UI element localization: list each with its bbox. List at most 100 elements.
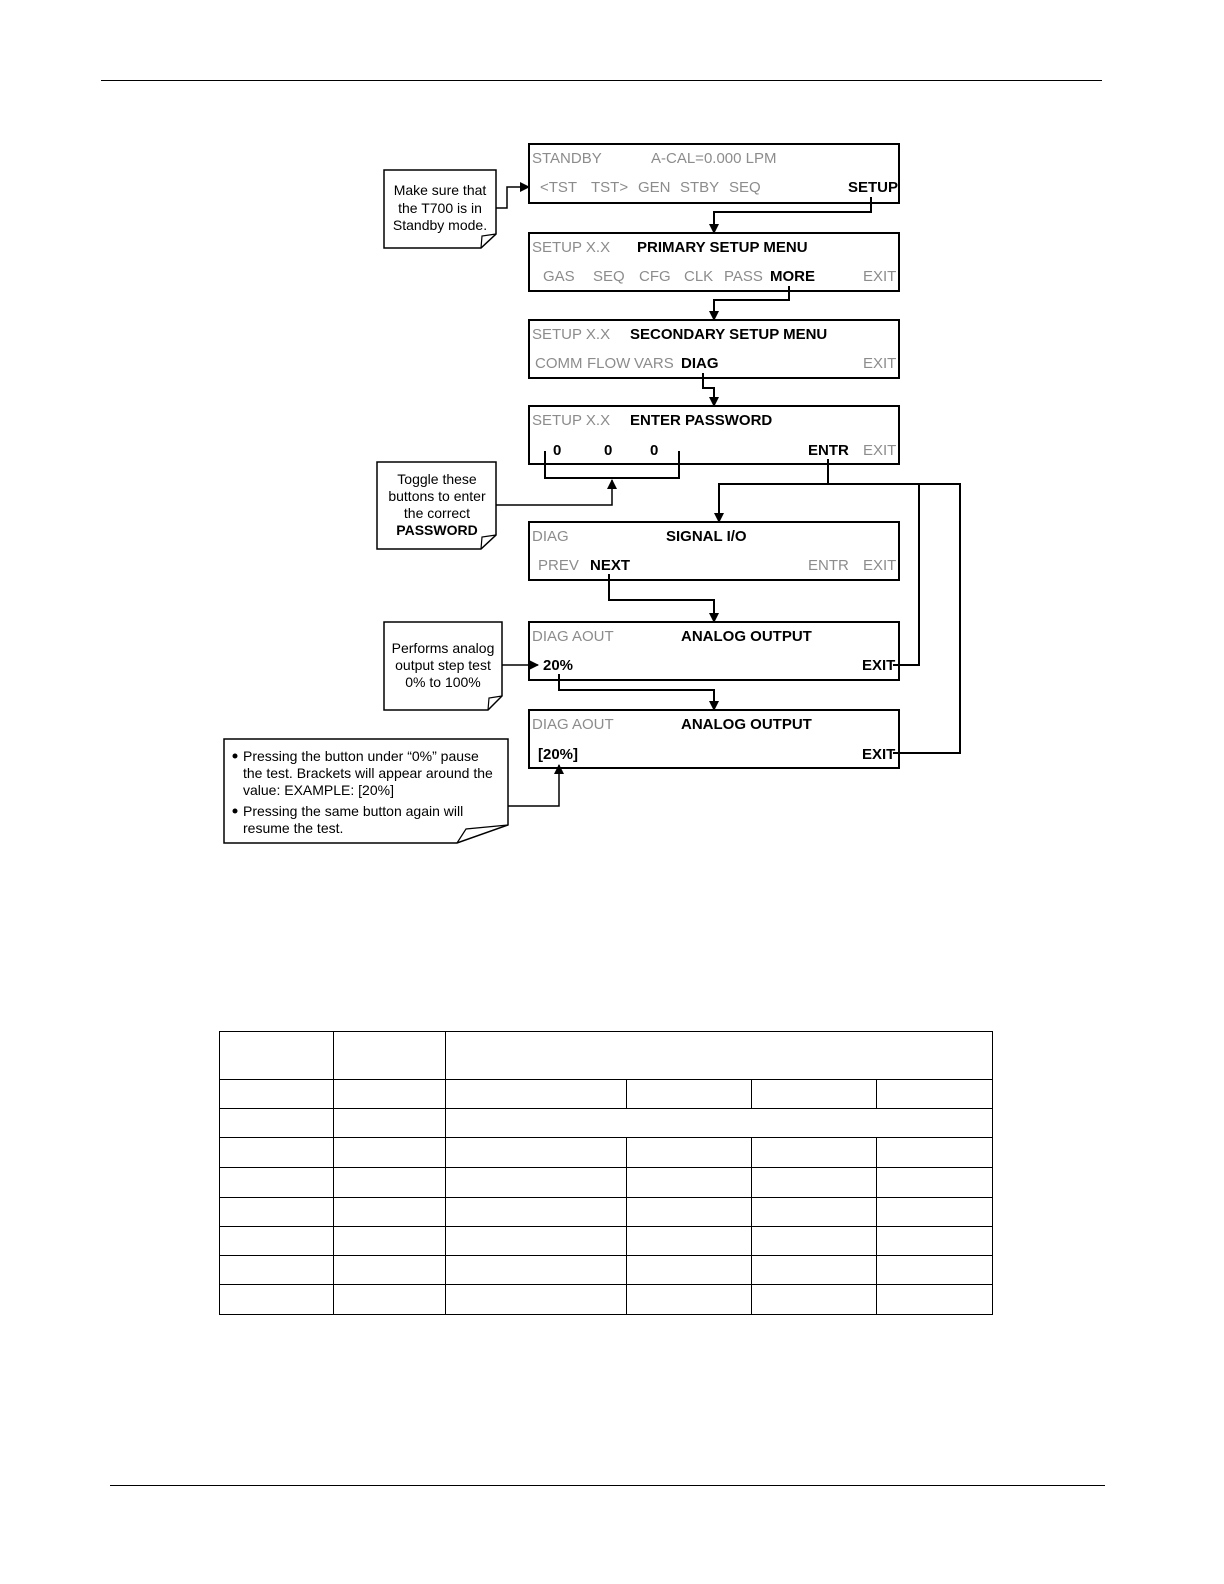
callout-password-pointer xyxy=(496,479,617,506)
table-row xyxy=(219,1079,993,1109)
key-vars[interactable]: VARS xyxy=(634,355,674,372)
panel-title: DIAG AOUT xyxy=(532,628,614,645)
table-cell xyxy=(876,1167,993,1198)
table-cell xyxy=(219,1031,334,1080)
panel-title: DIAG AOUT xyxy=(532,716,614,733)
table-cell xyxy=(626,1167,752,1198)
key-seq[interactable]: SEQ xyxy=(729,179,761,196)
table-row xyxy=(219,1226,993,1256)
callout-pause: Pressing the button under “0%” pause the… xyxy=(223,738,564,844)
arrow-setup-to-primary xyxy=(709,197,872,234)
table-cell xyxy=(333,1108,446,1138)
key-gas[interactable]: GAS xyxy=(543,268,575,285)
table-cell xyxy=(445,1079,627,1109)
table-cell xyxy=(333,1226,446,1256)
table-cell xyxy=(445,1284,627,1315)
callout-pause-line-2: the test. Brackets will appear around th… xyxy=(243,765,493,781)
key-entr[interactable]: ENTR xyxy=(808,557,849,574)
table-cell xyxy=(626,1079,752,1109)
callout-password-line-3: the correct xyxy=(404,505,470,521)
key-pass[interactable]: PASS xyxy=(724,268,763,285)
table-cell xyxy=(751,1255,877,1285)
table-cell xyxy=(751,1197,877,1227)
table-cell xyxy=(626,1255,752,1285)
callout-password: Toggle these buttons to enter the correc… xyxy=(376,461,617,550)
data-table-grid xyxy=(219,1031,993,1315)
table-cell xyxy=(876,1079,993,1109)
key-digit-1[interactable]: 0 xyxy=(553,442,561,459)
table-cell xyxy=(219,1255,334,1285)
key-next[interactable]: NEXT xyxy=(590,557,630,574)
key-exit[interactable]: EXIT xyxy=(863,442,896,459)
callout-password-line-2: buttons to enter xyxy=(388,488,486,504)
key-flow[interactable]: FLOW xyxy=(587,355,631,372)
arrow-diag-to-password xyxy=(702,373,719,407)
table-cell xyxy=(333,1197,446,1227)
arrow-entr-to-signal-io xyxy=(714,459,829,523)
table-cell xyxy=(333,1137,446,1168)
table-cell xyxy=(445,1197,627,1227)
key-more[interactable]: MORE xyxy=(770,268,815,285)
panel-analog-output-paused: DIAG AOUT ANALOG OUTPUT [20%] EXIT xyxy=(528,709,900,769)
flow-connectors xyxy=(544,197,961,754)
callout-standby-pointer xyxy=(496,182,530,209)
table-cell xyxy=(219,1137,334,1168)
table-cell xyxy=(751,1079,877,1109)
panel-secondary-setup: SETUP X.X SECONDARY SETUP MENU COMM FLOW… xyxy=(528,319,900,379)
panel-primary-setup: SETUP X.X PRIMARY SETUP MENU GAS SEQ CFG… xyxy=(528,232,900,292)
table-cell xyxy=(626,1226,752,1256)
table-cell xyxy=(333,1255,446,1285)
key-stby[interactable]: STBY xyxy=(680,179,719,196)
key-clk[interactable]: CLK xyxy=(684,268,713,285)
table-cell xyxy=(445,1031,993,1080)
key-comm[interactable]: COMM xyxy=(535,355,583,372)
key-gen[interactable]: GEN xyxy=(638,179,671,196)
key-step-value[interactable]: 20% xyxy=(543,657,573,674)
key-exit[interactable]: EXIT xyxy=(862,657,895,674)
key-tst-prev[interactable]: <TST xyxy=(540,179,577,196)
table-cell xyxy=(445,1255,627,1285)
menu-title: SIGNAL I/O xyxy=(666,528,747,545)
panel-title: SETUP X.X xyxy=(532,412,610,429)
key-exit[interactable]: EXIT xyxy=(863,268,896,285)
panel-title: STANDBY xyxy=(532,150,602,167)
menu-title: ENTER PASSWORD xyxy=(630,412,772,429)
key-digit-3[interactable]: 0 xyxy=(650,442,658,459)
table-cell xyxy=(445,1226,627,1256)
table-cell xyxy=(626,1284,752,1315)
key-exit[interactable]: EXIT xyxy=(862,746,895,763)
key-setup[interactable]: SETUP xyxy=(848,179,898,196)
table-row xyxy=(219,1167,993,1198)
table-cell xyxy=(219,1284,334,1315)
callout-pause-line-1: Pressing the button under “0%” pause xyxy=(243,748,479,764)
callout-pause-line-3: value: EXAMPLE: [20%] xyxy=(243,782,394,798)
footer-rule xyxy=(110,1485,1105,1486)
key-tst-next[interactable]: TST> xyxy=(591,179,628,196)
key-exit[interactable]: EXIT xyxy=(863,557,896,574)
key-digit-2[interactable]: 0 xyxy=(604,442,612,459)
panel-title: SETUP X.X xyxy=(532,239,610,256)
callout-password-line-1: Toggle these xyxy=(397,471,477,487)
table-cell xyxy=(876,1197,993,1227)
callout-analog-line-1: Performs analog xyxy=(392,640,495,656)
table-cell xyxy=(333,1284,446,1315)
table-header-row xyxy=(219,1031,993,1080)
menu-title: SECONDARY SETUP MENU xyxy=(630,326,827,343)
key-seq[interactable]: SEQ xyxy=(593,268,625,285)
callout-password-line-4: PASSWORD xyxy=(396,522,477,538)
key-diag[interactable]: DIAG xyxy=(681,355,719,372)
panel-analog-output: DIAG AOUT ANALOG OUTPUT 20% EXIT xyxy=(528,621,900,681)
table-cell xyxy=(876,1226,993,1256)
setup-menu-flow-diagram: STANDBY A-CAL=0.000 LPM <TST TST> GEN ST… xyxy=(223,143,961,844)
table-cell xyxy=(219,1226,334,1256)
key-prev[interactable]: PREV xyxy=(538,557,579,574)
key-entr[interactable]: ENTR xyxy=(808,442,849,459)
key-cfg[interactable]: CFG xyxy=(639,268,671,285)
key-step-value-paused[interactable]: [20%] xyxy=(538,746,578,763)
header-rule xyxy=(101,80,1102,81)
key-exit[interactable]: EXIT xyxy=(863,355,896,372)
arrow-step-to-paused xyxy=(558,674,719,711)
table-cell xyxy=(876,1284,993,1315)
arrow-next-to-analog xyxy=(608,574,719,623)
table-row xyxy=(219,1255,993,1285)
